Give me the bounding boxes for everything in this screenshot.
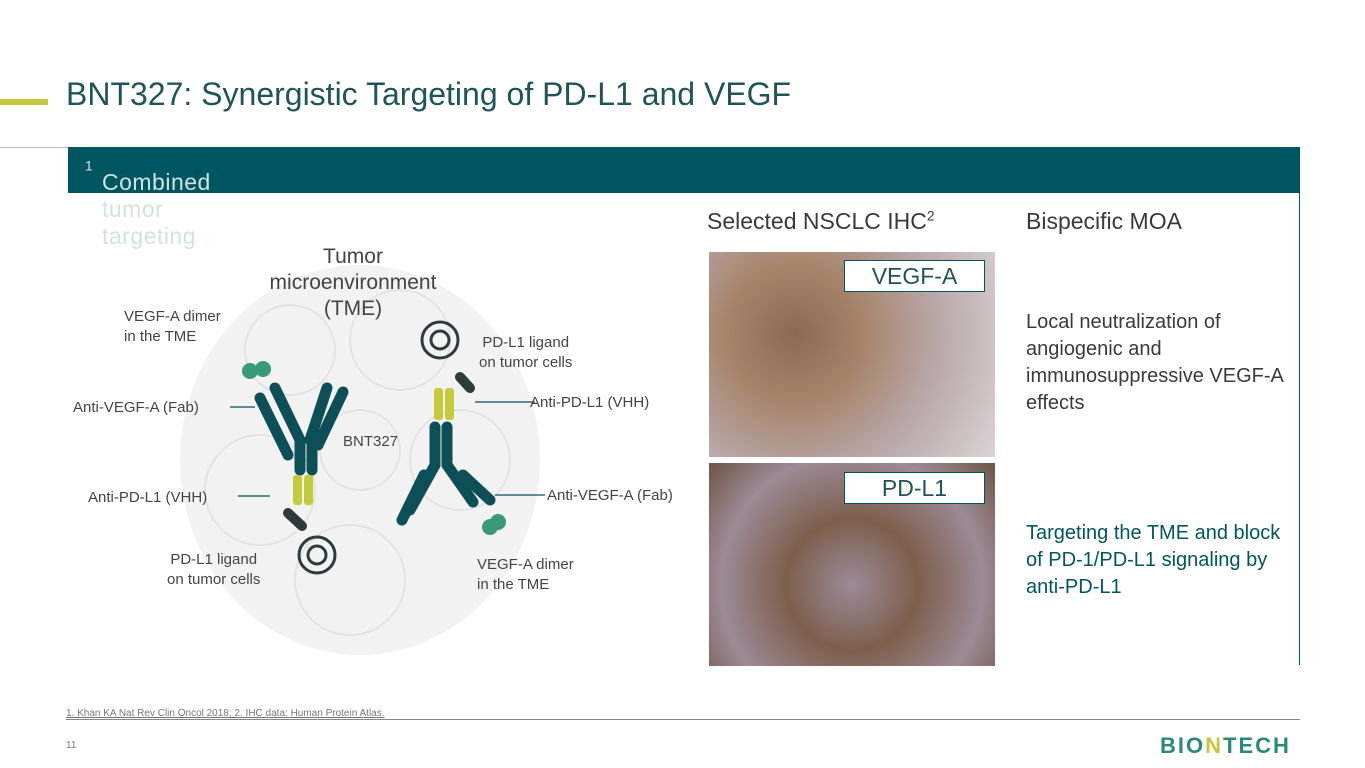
divider — [66, 719, 1300, 720]
bnt327-label: BNT327 — [343, 433, 399, 450]
bnt327-diagram — [180, 265, 545, 655]
ihc-label-pdl1: PD-L1 — [844, 472, 985, 504]
antibody-right — [396, 421, 496, 526]
slide-title: BNT327: Synergistic Targeting of PD-L1 a… — [66, 76, 792, 112]
moa-item-pdl1: Targeting the TME and block of PD-1/PD-L… — [1026, 522, 1281, 598]
ihc-label-vegf: VEGF-A — [844, 260, 985, 292]
pointer-arrows — [230, 401, 545, 497]
anti-vegf-label-left: Anti-VEGF-A (Fab) — [73, 399, 199, 416]
divider — [0, 147, 68, 148]
footnote: 1. Khan KA Nat Rev Clin Oncol 2018; 2. I… — [66, 708, 385, 719]
moa-item-vegf: Local neutralization of angiogenic and i… — [1026, 311, 1283, 414]
title-accent-bar — [0, 99, 48, 105]
anti-pdl1-label-right: Anti-PD-L1 (VHH) — [530, 394, 650, 411]
ihc-title: Selected NSCLC IHC2 — [707, 208, 935, 234]
tme-background — [180, 265, 540, 655]
divider — [1299, 193, 1300, 665]
vegf-dimer-icon — [242, 363, 258, 379]
page-number: 11 — [66, 740, 77, 751]
ihc-image-vegf: VEGF-A — [709, 252, 995, 457]
ihc-image-pdl1: PD-L1 — [709, 463, 995, 666]
anti-pdl1-label-left: Anti-PD-L1 (VHH) — [88, 489, 208, 506]
antibody-left — [254, 382, 349, 476]
tumor-cell-icon — [297, 535, 337, 575]
biontech-logo: BIONTECH — [1160, 733, 1291, 758]
moa-title: Bispecific MOA — [1026, 208, 1182, 234]
anti-vegf-label-right: Anti-VEGF-A (Fab) — [547, 487, 673, 504]
